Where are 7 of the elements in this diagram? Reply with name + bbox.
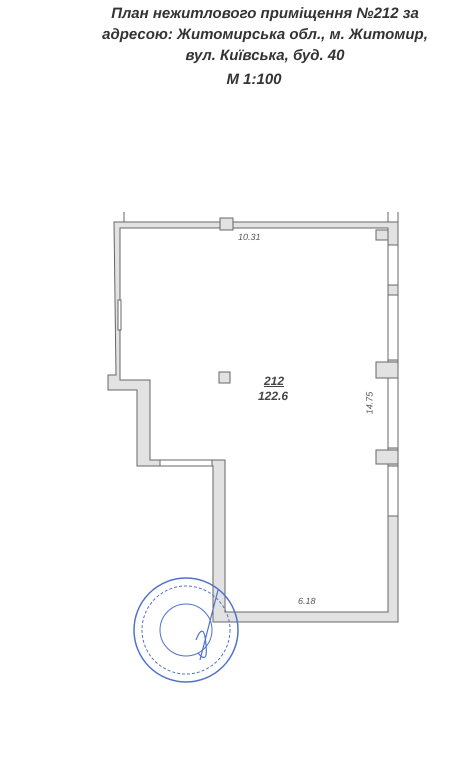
dimension-label: 14.75	[364, 392, 374, 414]
dimension-label: 10.31	[238, 232, 261, 242]
room-area-value: 122.6	[258, 389, 288, 403]
dimension-label: 6.18	[298, 596, 316, 606]
scale-label: М 1:100	[226, 70, 282, 90]
room-number: 212	[264, 374, 284, 388]
plan-title: План нежитлового приміщення №212 за адресою: Житомирська обл., м. Житомир, вул. Київська, буд. 40	[101, 4, 429, 66]
